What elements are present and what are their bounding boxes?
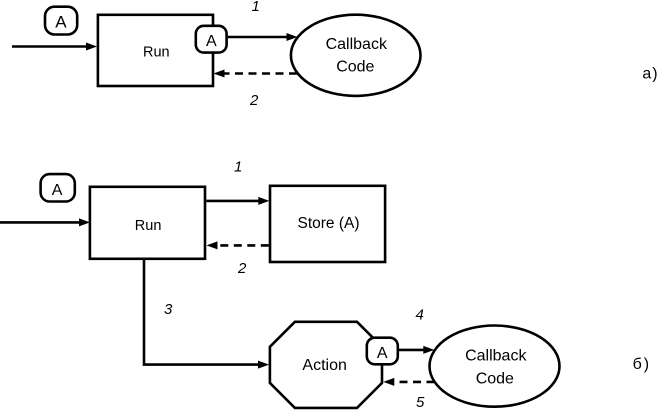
svg-text:а): а) bbox=[642, 66, 657, 83]
svg-text:Code: Code bbox=[476, 370, 514, 387]
svg-text:A: A bbox=[55, 12, 67, 31]
svg-text:4: 4 bbox=[416, 306, 424, 323]
svg-text:Callback: Callback bbox=[326, 36, 388, 53]
svg-text:Action: Action bbox=[302, 357, 346, 374]
svg-text:2: 2 bbox=[237, 260, 247, 277]
svg-text:A: A bbox=[52, 182, 63, 199]
svg-text:1: 1 bbox=[234, 159, 242, 176]
svg-text:A: A bbox=[206, 33, 217, 50]
svg-text:б): б) bbox=[633, 356, 652, 373]
svg-text:Store (A): Store (A) bbox=[298, 215, 360, 232]
svg-text:Code: Code bbox=[336, 58, 374, 75]
svg-text:A: A bbox=[377, 345, 388, 362]
svg-text:Run: Run bbox=[143, 45, 170, 61]
svg-text:1: 1 bbox=[252, 0, 260, 15]
svg-text:5: 5 bbox=[416, 394, 425, 411]
svg-text:Run: Run bbox=[135, 218, 162, 234]
svg-text:3: 3 bbox=[164, 301, 173, 318]
svg-text:Callback: Callback bbox=[465, 348, 527, 365]
svg-text:2: 2 bbox=[249, 92, 259, 109]
